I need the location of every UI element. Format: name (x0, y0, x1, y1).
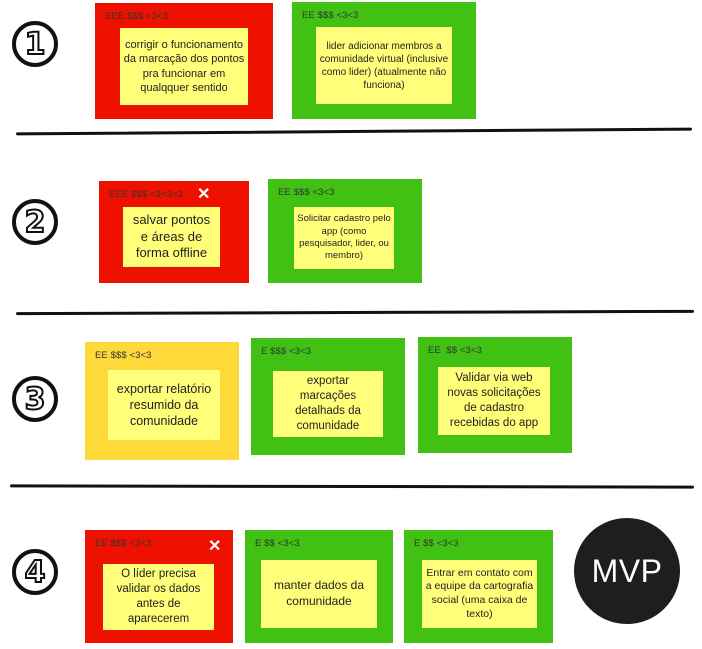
card-tag: EE $$$ <3<3 (95, 350, 152, 361)
close-icon: ✕ (208, 538, 222, 555)
card-note: exportar marcações detalhads da comunida… (273, 371, 383, 437)
card-note: salvar pontos e áreas de forma offline (123, 207, 220, 267)
card-export-detailed-markings[interactable]: E $$$ <3<3 exportar marcações detalhads … (251, 338, 405, 455)
card-tag: EEE $$$ <3<3<3 (109, 189, 184, 200)
card-maintain-community-data[interactable]: E $$ <3<3 manter dados da comunidade (245, 530, 393, 643)
card-tag: EE $$$ <3<3 (302, 10, 359, 21)
row-number-2: 2 (12, 199, 58, 245)
card-request-registration[interactable]: EE $$$ <3<3 Solicitar cadastro pelo app … (268, 179, 422, 283)
card-tag: E $$ <3<3 (414, 538, 459, 549)
row-number-1: 1 (12, 21, 58, 67)
row-number-3: 3 (12, 376, 58, 422)
card-tag: EE $$$ <3<3 (95, 538, 152, 549)
card-tag: E $$$ <3<3 (261, 346, 312, 357)
card-tag: EE $$$ <3<3 (278, 187, 335, 198)
card-note: exportar relatório resumido da comunidad… (108, 370, 220, 440)
card-validate-web-requests[interactable]: EE $$ <3<3 Validar via web novas solicit… (418, 337, 572, 453)
row-divider (15, 127, 693, 136)
card-note: corrigir o funcionamento da marcação dos… (120, 28, 248, 105)
close-icon: ✕ (197, 186, 211, 203)
card-fix-point-marking[interactable]: EEE $$$ <3<3 corrigir o funcionamento da… (95, 3, 273, 119)
row-divider (15, 309, 695, 316)
card-note: Entrar em contato com a equipe da cartog… (422, 560, 537, 628)
card-note: Solicitar cadastro pelo app (como pesqui… (294, 207, 394, 269)
card-leader-validate-data[interactable]: EE $$$ <3<3 ✕ O líder precisa validar os… (85, 530, 233, 643)
card-leader-add-members[interactable]: EE $$$ <3<3 lider adicionar membros a co… (292, 2, 476, 119)
card-note: Validar via web novas solicitações de ca… (438, 367, 550, 435)
row-number-4: 4 (12, 549, 58, 595)
card-tag: E $$ <3<3 (255, 538, 300, 549)
card-note: manter dados da comunidade (261, 560, 377, 628)
card-note: lider adicionar membros a comunidade vir… (316, 27, 452, 104)
card-contact-cartography-team[interactable]: E $$ <3<3 Entrar em contato com a equipe… (404, 530, 553, 643)
card-note: O líder precisa validar os dados antes d… (103, 564, 214, 630)
card-tag: EE $$ <3<3 (428, 345, 482, 356)
card-save-offline[interactable]: EEE $$$ <3<3<3 ✕ salvar pontos e áreas d… (99, 181, 249, 283)
mvp-badge: MVP (574, 518, 680, 624)
row-divider (9, 484, 695, 489)
card-export-summary-report[interactable]: EE $$$ <3<3 exportar relatório resumido … (85, 342, 239, 460)
card-tag: EEE $$$ <3<3 (105, 11, 169, 22)
